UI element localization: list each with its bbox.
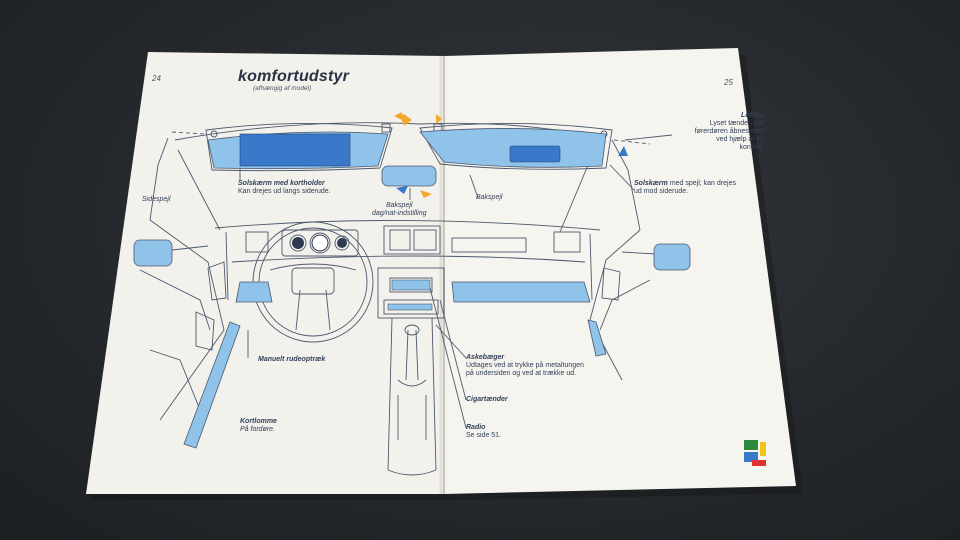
left-page-number: 24 (152, 74, 161, 83)
label-radio-heading: Radio (466, 424, 486, 431)
label-cigartaender: Cigartænder (466, 396, 508, 403)
publisher-logo-icon (744, 440, 766, 466)
orange-arrow-icon (394, 112, 407, 122)
right-page-number: 25 (724, 78, 733, 87)
label-loftlys-heading: Loftlys (741, 112, 764, 119)
orange-arrow-icon (420, 190, 432, 198)
label-bakspejl-left: Bakspejl dag/nat-indstilling (372, 202, 426, 218)
label-bakspejl-line1: Bakspejl (386, 202, 413, 209)
label-kortlomme-heading: Kortlomme (240, 418, 277, 425)
blue-arrow-icon (396, 186, 408, 194)
label-solskaerm-right-heading: Solskærm (634, 180, 668, 187)
dashboard-illustration (139, 122, 673, 476)
page-subtitle: (afhængig af model) (253, 85, 312, 92)
label-bakspejl-line2: dag/nat-indstilling (372, 210, 427, 217)
label-solskaerm-right: Solskærm med spejl; kan drejes ud mod si… (634, 180, 736, 195)
label-askebaeger-heading: Askebæger (466, 354, 505, 361)
label-kortlomme: Kortlomme På fordøre. (240, 418, 277, 434)
label-solskaerm-left: Solskærm med kortholder Kan drejes ud la… (238, 180, 331, 196)
label-kortlomme-text: På fordøre. (240, 426, 276, 433)
label-solskaerm-left-heading: Solskærm med kortholder (238, 180, 325, 187)
blue-arrow-icon (618, 146, 628, 156)
label-bakspejl-right: Bakspejl (476, 194, 503, 201)
page-title: komfortudstyr (238, 68, 350, 85)
label-askebaeger: Askebæger Udtages ved at trykke på metal… (466, 354, 584, 377)
label-loftlys: Loftlys Lyset tænder, når førerdøren åbn… (664, 112, 764, 152)
label-sidespejl: Sidespejl (142, 196, 171, 203)
label-rudeoptraek: Manuelt rudeoptræk (258, 356, 326, 363)
label-solskaerm-left-text: Kan drejes ud langs siderude. (238, 188, 331, 195)
label-radio-text: Se side 51. (466, 432, 502, 439)
label-radio: Radio Se side 51. (466, 424, 501, 440)
orange-arrow-icon (436, 114, 442, 124)
blue-highlights (133, 128, 691, 449)
direction-arrows (394, 112, 628, 198)
